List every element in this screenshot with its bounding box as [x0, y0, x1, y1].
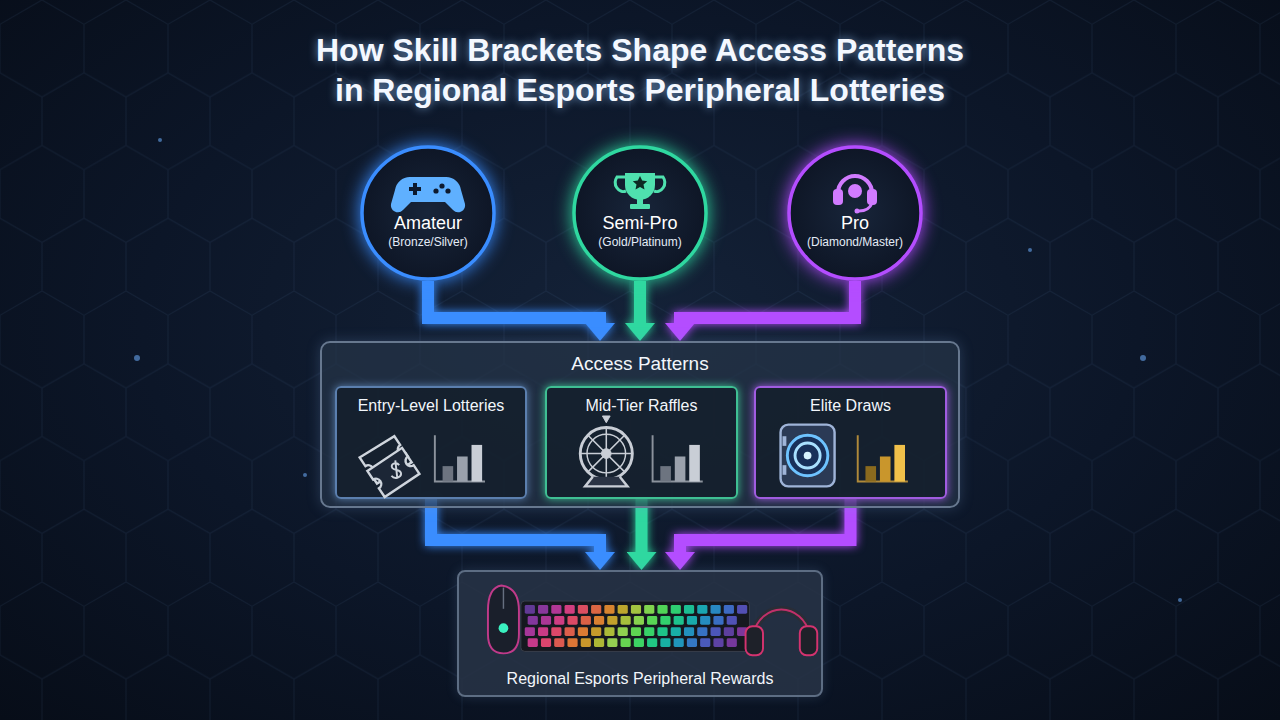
node-label: Pro — [841, 212, 869, 234]
node-label: Semi-Pro — [602, 212, 677, 234]
raffle-box: Mid-Tier Raffles — [545, 386, 738, 499]
bracket-circle: Pro(Diamond/Master) — [787, 145, 923, 281]
flow-arrow — [680, 281, 855, 323]
ticket-icon — [360, 436, 420, 497]
diagram-title: How Skill Brackets Shape Access Patterns… — [240, 30, 1040, 110]
node-label: Mid-Tier Raffles — [547, 396, 736, 416]
bar-chart — [435, 435, 485, 481]
node-label: Access Patterns — [322, 352, 958, 376]
node-sublabel: (Diamond/Master) — [807, 234, 903, 250]
node-label: Entry-Level Lotteries — [337, 396, 525, 416]
vault-icon — [781, 425, 835, 487]
lottery-box: Entry-Level Lotteries — [335, 386, 527, 499]
reward-box: Regional Esports Peripheral Rewards — [457, 570, 823, 697]
node-sublabel: (Gold/Platinum) — [598, 234, 681, 250]
access-panel: Access PatternsEntry-Level Lotteries Mid-… — [320, 341, 960, 508]
node-sublabel: (Bronze/Silver) — [388, 234, 467, 250]
bar-chart — [858, 435, 908, 481]
node-label: Elite Draws — [756, 396, 945, 416]
draw-box: Elite Draws — [754, 386, 947, 499]
peripherals-illustration — [488, 586, 817, 656]
headset-icon — [833, 176, 877, 214]
flow-arrow — [634, 281, 646, 323]
trophy-icon — [615, 173, 664, 209]
node-label: Amateur — [394, 212, 462, 234]
gamepad-icon — [391, 177, 465, 212]
node-label: Regional Esports Peripheral Rewards — [459, 669, 821, 689]
flow-arrow — [428, 281, 600, 323]
wheel-icon — [580, 416, 632, 486]
bracket-circle: Semi-Pro(Gold/Platinum) — [572, 145, 708, 281]
bracket-circle: Amateur(Bronze/Silver) — [360, 145, 496, 281]
bar-chart — [653, 435, 703, 481]
glow-dots — [134, 138, 1182, 602]
